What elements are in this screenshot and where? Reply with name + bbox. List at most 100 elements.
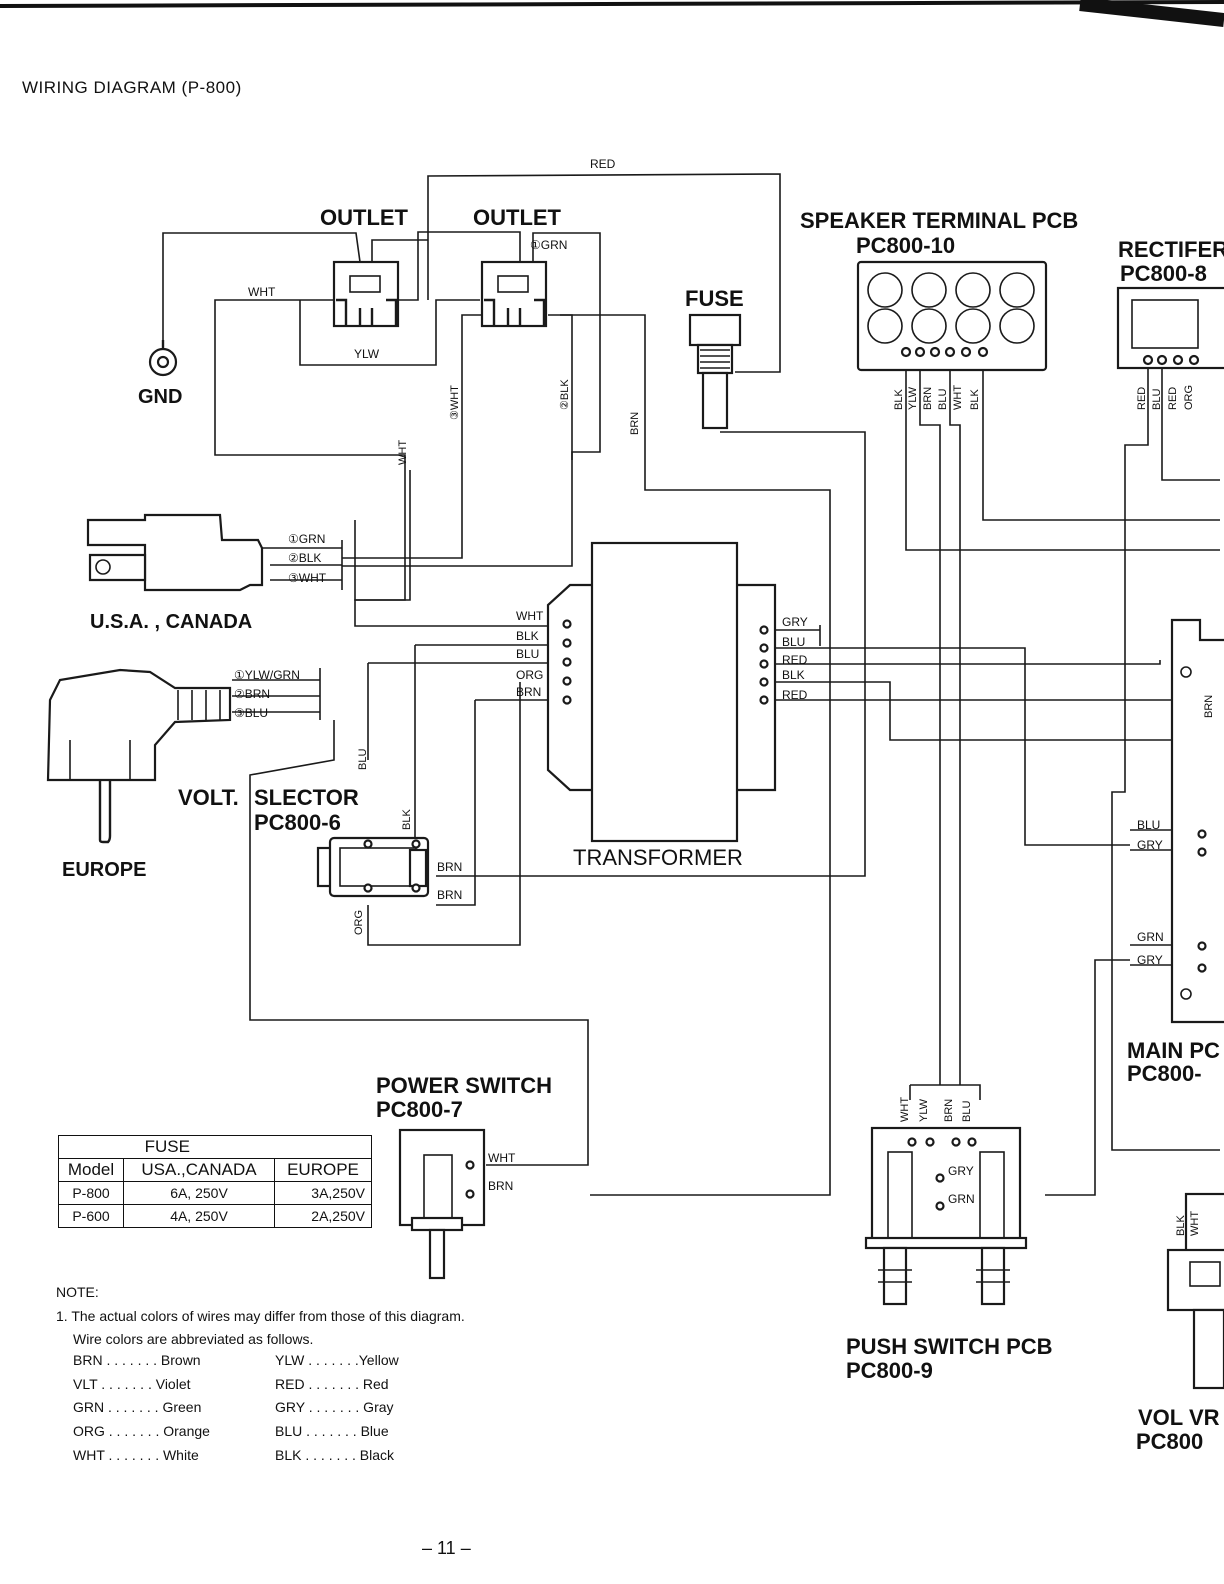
wire-label-rc-red2: RED	[1167, 387, 1179, 410]
wire-label-t-gry: GRY	[782, 615, 808, 629]
power-switch-label: POWER SWITCH	[376, 1073, 552, 1098]
speaker-pcb-label: SPEAKER TERMINAL PCB	[800, 208, 1078, 233]
notes: NOTE: 1. The actual colors of wires may …	[56, 1281, 465, 1352]
notes-heading: NOTE:	[56, 1284, 99, 1300]
wire-label-t-red: RED	[782, 653, 808, 667]
abbr-left: GRN . . . . . . . Green	[73, 1399, 202, 1416]
wire-label-t-org: ORG	[516, 668, 543, 682]
fuse-label: FUSE	[685, 286, 744, 311]
wire-label-pu-wht: WHT	[899, 1097, 911, 1122]
power-switch-id: PC800-7	[376, 1097, 463, 1122]
fuse-table-caption: FUSE	[123, 1135, 372, 1159]
abbr-left: ORG . . . . . . . Orange	[73, 1423, 210, 1440]
wires	[162, 173, 1220, 1196]
abbr-left: BRN . . . . . . . Brown	[73, 1352, 201, 1368]
wire-label-t-brn: BRN	[516, 685, 541, 699]
power-switch	[398, 1128, 486, 1280]
transformer	[546, 541, 777, 843]
europe-plug	[46, 668, 232, 844]
wire-label-rc-blu: BLU	[1151, 389, 1163, 410]
wire-label-vol-blk: BLK	[1175, 1215, 1187, 1236]
list-item: VLT . . . . . . . Violet RED . . . . . . …	[73, 1373, 399, 1397]
wire-label-pu-ylw: YLW	[918, 1098, 930, 1122]
wire-label-sp-ylw: YLW	[907, 386, 919, 410]
fuse-table-header: Model USA.,CANADA EUROPE	[58, 1158, 372, 1182]
vol-pcb-id: PC800	[1136, 1429, 1203, 1454]
table-row: P-800 6A, 250V 3A,250V	[58, 1181, 372, 1205]
page-top-edge	[0, 0, 1224, 8]
wire-label-vs-brn1: BRN	[437, 860, 462, 874]
page-top-edge-right	[1079, 0, 1224, 27]
main-pcb-id: PC800-	[1127, 1061, 1202, 1086]
wire-label-mp-gry: GRY	[1137, 838, 1163, 852]
wire-label-vol-wht: WHT	[1189, 1211, 1201, 1236]
wire-label-t-blk2: BLK	[782, 668, 805, 682]
table-cell: P-600	[58, 1204, 124, 1228]
wire-label-eu-blu: ③BLU	[234, 706, 268, 720]
list-item: BRN . . . . . . . Brown YLW . . . . . . .…	[73, 1349, 399, 1373]
wire-label-vs-blu: BLU	[357, 749, 369, 770]
push-switch-pcb-label: PUSH SWITCH PCB	[846, 1334, 1053, 1359]
wire-label-vs-blk: BLK	[401, 809, 413, 830]
wire-label-mp-gry2: GRY	[1137, 953, 1163, 967]
notes-line-1: 1. The actual colors of wires may differ…	[56, 1307, 465, 1324]
wire-label-pu-blu: BLU	[961, 1101, 973, 1122]
wire-label-usa-wht: ③WHT	[288, 571, 327, 585]
fuse-col-europe: EUROPE	[274, 1158, 372, 1182]
wire-label-red-top: RED	[590, 157, 616, 171]
wire-label-t-wht: WHT	[516, 609, 544, 623]
wire-label-t-blu: BLU	[516, 647, 539, 661]
outlet-right-label: OUTLET	[473, 205, 562, 230]
push-switch-pcb-id: PC800-9	[846, 1358, 933, 1383]
rectifier-label: RECTIFER	[1118, 237, 1224, 262]
wire-label-usa-blk: ②BLK	[288, 551, 321, 565]
wire-label-sp-brn: BRN	[922, 387, 934, 410]
volt-selector-label-2: SLECTOR	[254, 785, 359, 810]
wire-label-usa-grn: ①GRN	[288, 532, 325, 546]
wire-label-mp-blu: BLU	[1137, 818, 1160, 832]
abbr-right: YLW . . . . . . .Yellow	[275, 1352, 399, 1368]
wire-label-sp-wht: WHT	[952, 385, 964, 410]
wire-label-pu-gry: GRY	[948, 1164, 974, 1178]
wire-label-rc-org: ORG	[1183, 385, 1195, 410]
wire-label-eu-ylwgrn: ①YLW/GRN	[234, 668, 300, 682]
wire-label-brn-v: BRN	[629, 412, 641, 435]
speaker-pcb-id: PC800-10	[856, 233, 955, 258]
volume-pcb	[1166, 1192, 1224, 1390]
wire-label-blk2: ②BLK	[559, 379, 571, 410]
wire-label-ylw-outlet: YLW	[354, 347, 380, 361]
abbr-right: RED . . . . . . . Red	[275, 1375, 389, 1392]
abbr-left: VLT . . . . . . . Violet	[73, 1375, 191, 1392]
page-title: WIRING DIAGRAM (P-800)	[22, 78, 242, 97]
wire-label-mp-grn: GRN	[1137, 930, 1164, 944]
wire-label-sp-blu: BLU	[937, 389, 949, 410]
volt-selector-id: PC800-6	[254, 810, 341, 835]
plug-usa-label: U.S.A. , CANADA	[90, 611, 252, 633]
fuse-holder	[688, 313, 742, 430]
wire-label-vs-org: ORG	[353, 910, 365, 935]
wire-label-t-blk: BLK	[516, 629, 539, 643]
wire-label-sp-blk2: BLK	[969, 389, 981, 410]
table-cell: 2A,250V	[274, 1204, 372, 1228]
plug-europe-label: EUROPE	[62, 859, 146, 881]
outlet-left-label: OUTLET	[320, 205, 409, 230]
wire-label-pu-brn: BRN	[943, 1099, 955, 1122]
wire-label-sp-blk: BLK	[893, 389, 905, 410]
voltage-selector	[316, 836, 430, 898]
push-switch-pcb	[864, 1126, 1028, 1306]
color-abbreviations: BRN . . . . . . . Brown YLW . . . . . . .…	[73, 1349, 399, 1468]
wire-label-wht-v: WHT	[397, 440, 409, 465]
fuse-col-model: Model	[58, 1158, 124, 1182]
vol-pcb-label: VOL VR	[1138, 1405, 1220, 1430]
page-number: – 11 –	[422, 1538, 471, 1558]
abbr-left: WHT . . . . . . . White	[73, 1446, 199, 1463]
main-pcb	[1170, 618, 1224, 1024]
table-row: P-600 4A, 250V 2A,250V	[58, 1204, 372, 1228]
wire-label-t-red2: RED	[782, 688, 808, 702]
wire-label-ps-wht: WHT	[488, 1151, 516, 1165]
rectifier-pcb	[1116, 286, 1224, 370]
wire-label-wht3: ③WHT	[449, 385, 461, 420]
